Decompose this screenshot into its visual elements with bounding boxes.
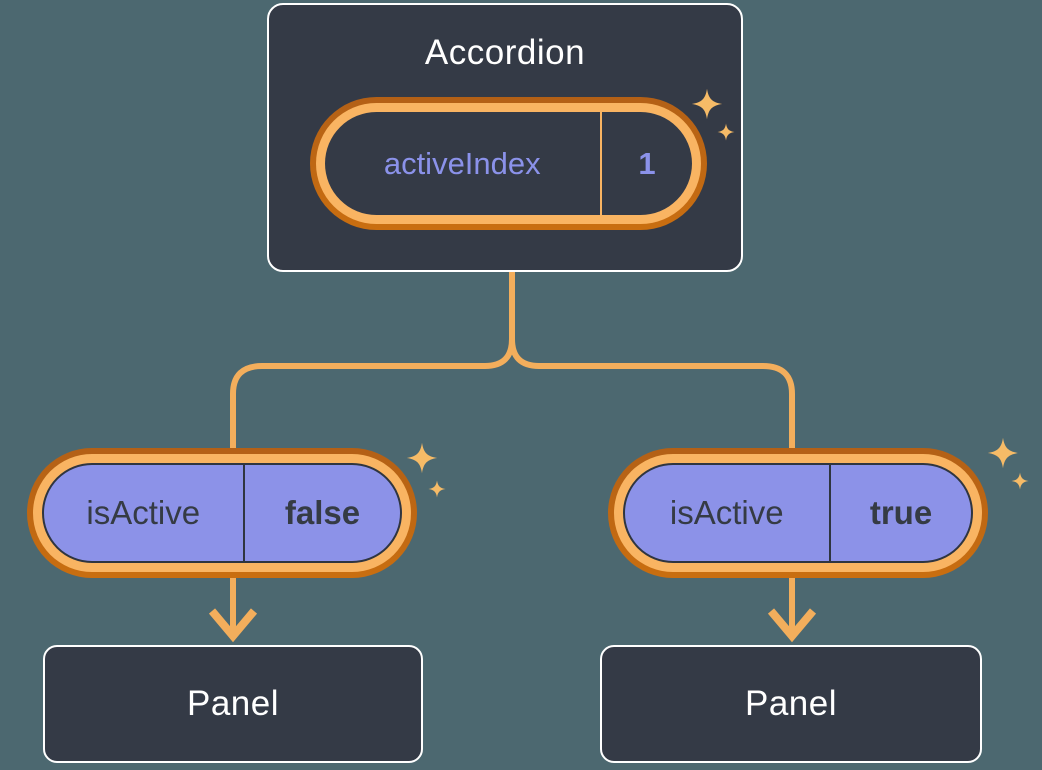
sparkle-icon xyxy=(987,437,1019,469)
state-pill-value: 1 xyxy=(638,145,656,181)
prop-pill-left-value: false xyxy=(284,494,361,531)
arrow-down-icon xyxy=(208,608,258,643)
prop-pill-right-label: isActive xyxy=(669,494,784,531)
card-title: Accordion xyxy=(424,33,586,72)
pill-divider xyxy=(828,465,831,561)
prop-pill-right-ring-outer: isActive true xyxy=(608,448,988,578)
prop-pill-right-ring-inner: isActive true xyxy=(614,454,982,572)
prop-pill-left: isActive false xyxy=(27,448,417,578)
state-pill-ring-inner: activeIndex 1 xyxy=(316,103,701,224)
panel-right-label: Panel xyxy=(744,684,838,723)
panel-left-label: Panel xyxy=(186,684,280,723)
prop-pill-right-value: true xyxy=(869,494,933,531)
state-pill-ring-outer: activeIndex 1 xyxy=(310,97,707,230)
panel-right: Panel xyxy=(600,645,982,763)
panel-left: Panel xyxy=(43,645,423,763)
prop-pill-left-label: isActive xyxy=(86,494,201,531)
sparkle-icon xyxy=(428,480,446,498)
pill-divider xyxy=(599,112,602,215)
state-pill: activeIndex 1 xyxy=(310,97,707,230)
prop-pill-left-ring-inner: isActive false xyxy=(33,454,411,572)
arrow-down-icon xyxy=(767,608,817,643)
state-pill-label: activeIndex xyxy=(383,145,541,181)
prop-pill-right: isActive true xyxy=(608,448,988,578)
sparkle-icon xyxy=(1011,472,1029,490)
prop-pill-left-ring-outer: isActive false xyxy=(27,448,417,578)
